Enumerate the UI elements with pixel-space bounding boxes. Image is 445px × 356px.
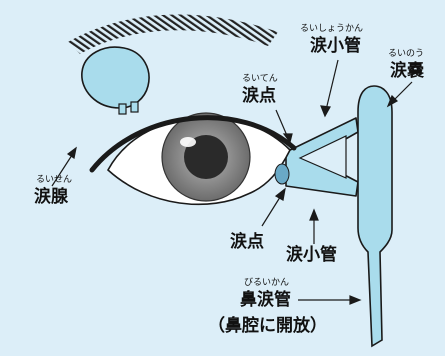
sac-label: 涙嚢	[390, 63, 424, 80]
duct-label: 鼻涙管	[240, 292, 291, 309]
duct-note: （鼻腔に開放）	[208, 318, 327, 335]
arrow-canaliculus-upper	[326, 60, 338, 110]
eye-highlight	[180, 137, 196, 147]
punctum-upper-ruby: るいてん	[242, 75, 278, 84]
sac-ruby: るいのう	[388, 50, 424, 59]
punctum-upper-label: 涙点	[242, 88, 276, 105]
caruncle	[275, 164, 289, 184]
canaliculus-lower-label: 涙小管	[286, 247, 337, 264]
arrowhead	[68, 148, 76, 158]
gland-duct	[131, 102, 138, 112]
lacrimal-gland-ruby: るいせん	[36, 176, 72, 185]
canaliculus-upper-ruby: るいしょうかん	[300, 25, 363, 34]
duct-ruby: びるいかん	[244, 279, 289, 288]
arrow-punctum-lower	[262, 194, 282, 226]
eyebrow	[68, 14, 278, 54]
gland-duct	[119, 104, 126, 114]
arrowhead	[310, 210, 318, 220]
arrowhead	[276, 189, 285, 200]
lacrimal-gland-shape	[82, 47, 149, 108]
canaliculus-upper-label: 涙小管	[310, 38, 361, 55]
arrowhead	[321, 106, 330, 116]
lacrimal-gland-label: 涙腺	[34, 189, 68, 206]
punctum-lower-label: 涙点	[230, 234, 264, 251]
arrowhead	[350, 296, 360, 304]
lacrimal-sac-shape	[358, 86, 392, 346]
